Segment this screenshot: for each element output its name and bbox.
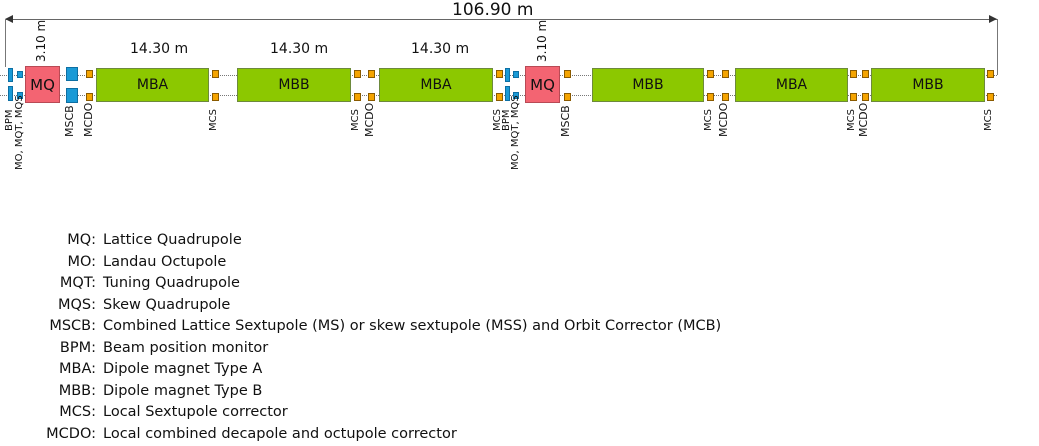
dipole-length-label: 14.30 m xyxy=(411,41,470,57)
mscb-element xyxy=(564,93,571,101)
dimension-extension-right xyxy=(997,19,998,75)
mcs-element xyxy=(212,70,219,78)
mcdo-element xyxy=(862,70,869,78)
mscb-element xyxy=(66,67,78,81)
legend-key: MQS: xyxy=(57,296,96,313)
legend-desc: Local Sextupole corrector xyxy=(103,404,288,420)
mo-element xyxy=(17,71,23,78)
dimension-extension-left xyxy=(5,19,6,67)
mbb-magnet: MBB xyxy=(592,68,704,102)
dipole-length-label: 14.30 m xyxy=(130,41,189,57)
mcdo-element xyxy=(862,93,869,101)
mo-mqt-mqs-label: MO, MQT, MQS xyxy=(14,95,25,170)
mcs-element xyxy=(212,93,219,101)
mcdo-label: MCDO xyxy=(363,102,376,137)
legend: MQ: Lattice Quadrupole MO: Landau Octupole… xyxy=(0,230,1039,446)
mscb-label: MSCB xyxy=(63,105,76,137)
mo-element xyxy=(513,71,519,78)
mo-element xyxy=(17,92,23,99)
mcs-element xyxy=(850,93,857,101)
legend-desc: Combined Lattice Sextupole (MS) or skew … xyxy=(103,318,722,334)
mcdo-element xyxy=(368,93,375,101)
mcs-element xyxy=(354,93,361,101)
legend-desc: Dipole magnet Type B xyxy=(103,382,263,399)
mq-magnet: MQ xyxy=(25,66,60,103)
mcdo-element xyxy=(368,70,375,78)
mcs-element xyxy=(707,70,714,78)
mbb-magnet: MBB xyxy=(237,68,351,102)
mo-mqt-mqs-label: MO, MQT, MQS xyxy=(510,95,521,170)
mcs-element xyxy=(707,93,714,101)
mcdo-element xyxy=(86,93,93,101)
mscb-element xyxy=(66,88,78,103)
mcs-label: MCS xyxy=(208,109,219,131)
mcs-element xyxy=(496,93,503,101)
mcs-label: MCS xyxy=(846,109,857,131)
mscb-label: MSCB xyxy=(559,105,572,137)
legend-key: BPM: xyxy=(59,339,96,356)
mcs-label: MCS xyxy=(350,109,361,131)
legend-key: MCS: xyxy=(59,404,96,420)
dipole-length-label: 14.30 m xyxy=(270,41,329,57)
quad-length-label: 3.10 m xyxy=(535,19,549,62)
total-length-label: 106.90 m xyxy=(452,0,534,20)
bpm-element xyxy=(505,68,510,82)
legend-desc: Tuning Quadrupole xyxy=(103,275,240,291)
bpm-element xyxy=(8,86,13,101)
bpm-element xyxy=(8,68,13,82)
mcs-label: MCS xyxy=(703,109,714,131)
mcs-element xyxy=(987,93,994,101)
mcdo-element xyxy=(722,70,729,78)
mcs-element xyxy=(850,70,857,78)
arrow-left-icon xyxy=(5,15,13,23)
legend-key: MSCB: xyxy=(49,318,96,334)
mscb-element xyxy=(564,70,571,78)
mo-element xyxy=(513,92,519,99)
mba-magnet: MBA xyxy=(379,68,493,102)
legend-desc: Landau Octupole xyxy=(103,253,227,270)
total-dimension-line xyxy=(5,19,997,20)
legend-key: MO: xyxy=(67,253,96,270)
mcs-element xyxy=(354,70,361,78)
legend-desc: Local combined decapole and octupole cor… xyxy=(103,425,457,442)
arrow-right-icon xyxy=(989,15,997,23)
legend-desc: Lattice Quadrupole xyxy=(103,232,242,248)
mcdo-label: MCDO xyxy=(82,102,95,137)
legend-desc: Beam position monitor xyxy=(103,339,269,356)
mcdo-element xyxy=(722,93,729,101)
mcs-element xyxy=(987,70,994,78)
mba-magnet: MBA xyxy=(96,68,209,102)
legend-key: MQ: xyxy=(67,232,96,248)
mcs-label: MCS xyxy=(983,109,994,131)
bpm-element xyxy=(505,86,510,101)
mba-magnet: MBA xyxy=(735,68,848,102)
mcdo-label: MCDO xyxy=(857,102,870,137)
mcdo-label: MCDO xyxy=(717,102,730,137)
legend-key: MQT: xyxy=(59,275,96,291)
mcs-element xyxy=(496,70,503,78)
quad-length-label: 3.10 m xyxy=(34,19,48,62)
mbb-magnet: MBB xyxy=(871,68,985,102)
legend-key: MCDO: xyxy=(46,425,96,442)
legend-key: MBA: xyxy=(58,361,96,377)
legend-desc: Dipole magnet Type A xyxy=(103,361,263,377)
mcdo-element xyxy=(86,70,93,78)
mq-magnet: MQ xyxy=(525,66,560,103)
legend-desc: Skew Quadrupole xyxy=(103,296,231,313)
legend-key: MBB: xyxy=(58,382,96,399)
